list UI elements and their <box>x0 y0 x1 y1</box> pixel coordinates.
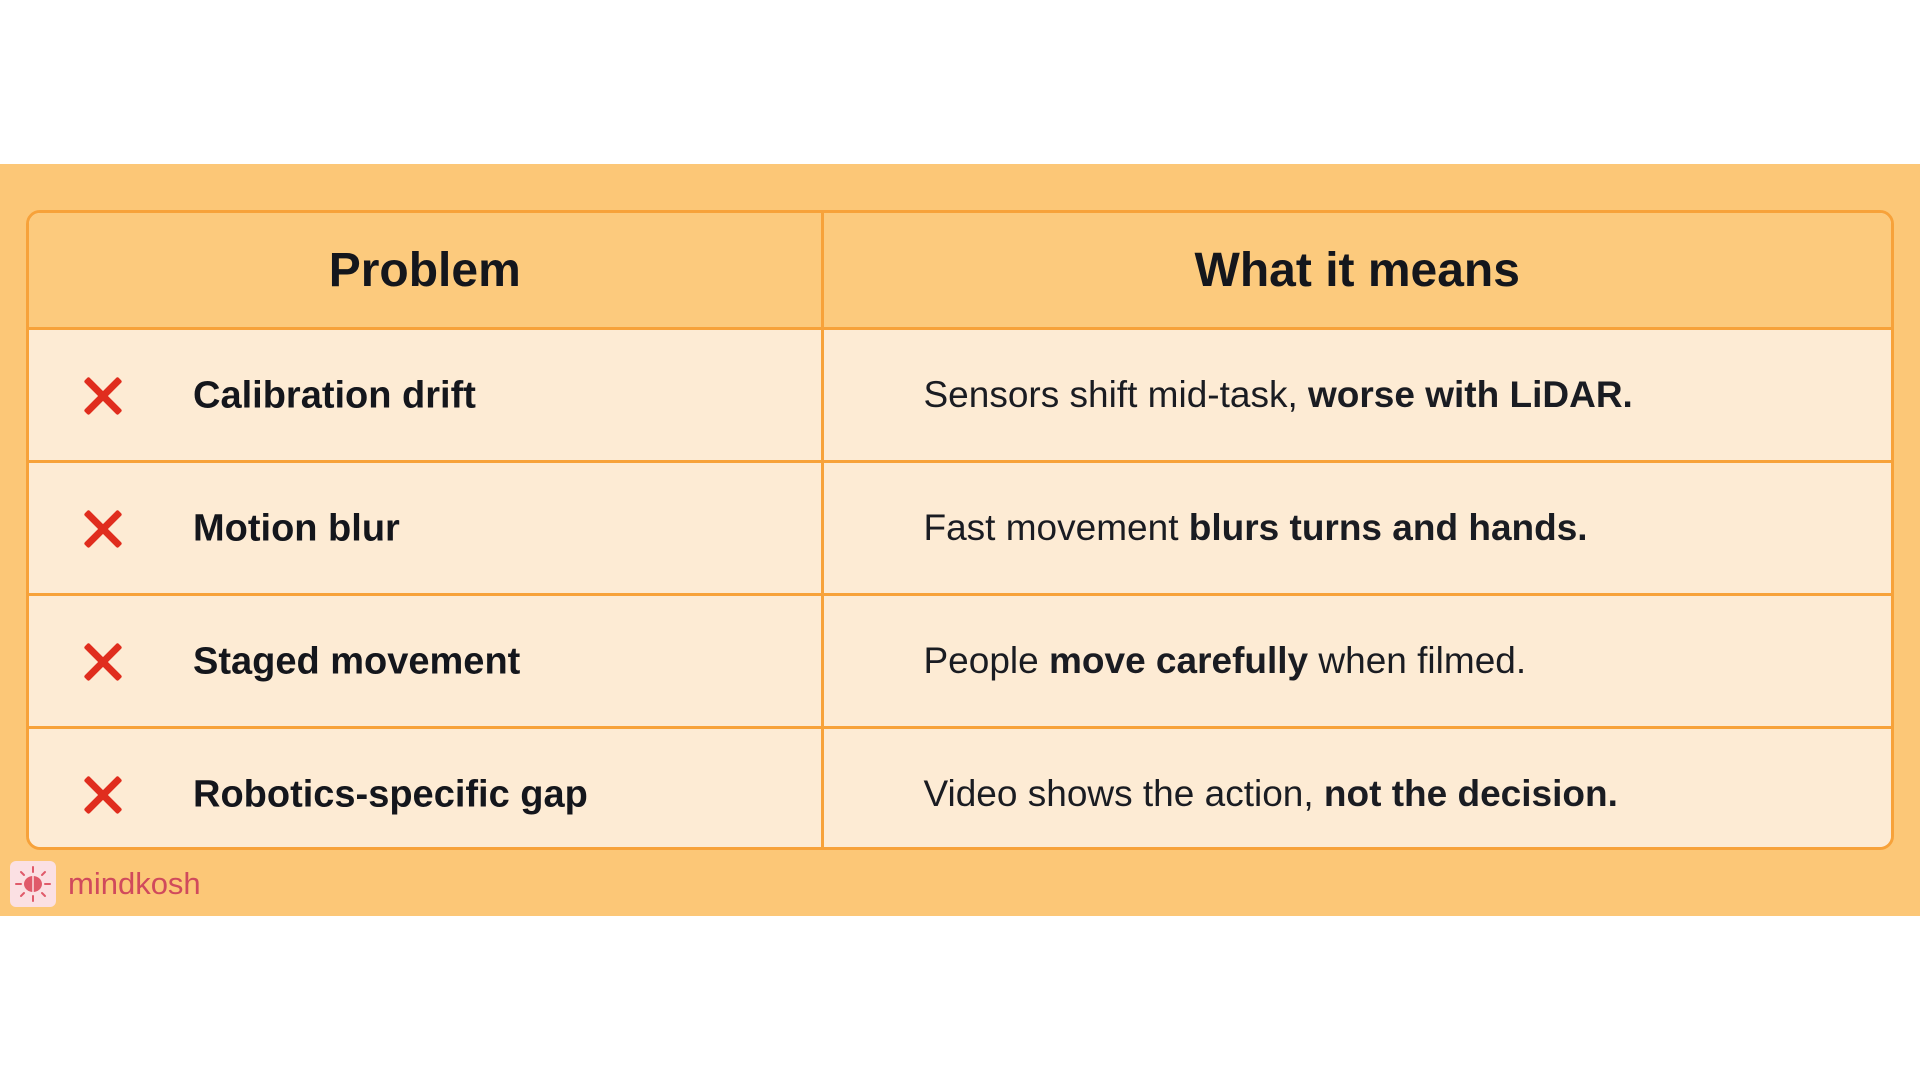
x-mark-icon <box>83 775 123 815</box>
problem-cell: Staged movement <box>29 594 824 729</box>
table-header-row: Problem What it means <box>29 213 1891 330</box>
meaning-cell: People move carefully when filmed. <box>822 594 1891 729</box>
brand-name: mindkosh <box>68 866 201 901</box>
meaning-cell: Video shows the action, not the decision… <box>822 727 1891 847</box>
table-row: Staged movement People move carefully wh… <box>29 594 1891 729</box>
table-row: Motion blur Fast movement blurs turns an… <box>29 461 1891 596</box>
x-mark-icon <box>83 509 123 549</box>
problem-label: Robotics-specific gap <box>193 773 588 816</box>
meaning-tail: when filmed. <box>1308 640 1527 681</box>
table-row: Robotics-specific gap Video shows the ac… <box>29 727 1891 847</box>
meaning-text: Sensors shift mid-task, <box>923 374 1309 415</box>
header-what-it-means: What it means <box>822 213 1891 330</box>
meaning-cell: Sensors shift mid-task, worse with LiDAR… <box>822 328 1891 463</box>
problem-cell: Robotics-specific gap <box>29 727 824 847</box>
comparison-table: Problem What it means Calibration drift … <box>29 213 1891 847</box>
meaning-emphasis: blurs turns and hands. <box>1188 507 1588 548</box>
meaning-emphasis: worse with LiDAR. <box>1308 374 1633 415</box>
table-row: Calibration drift Sensors shift mid-task… <box>29 328 1891 463</box>
problem-cell: Calibration drift <box>29 328 824 463</box>
problem-label: Motion blur <box>193 507 400 550</box>
header-problem: Problem <box>29 213 824 330</box>
problem-label: Staged movement <box>193 640 521 683</box>
meaning-cell: Fast movement blurs turns and hands. <box>822 461 1891 596</box>
meaning-emphasis: not the decision. <box>1323 773 1618 814</box>
brain-icon <box>10 861 56 907</box>
meaning-text: Video shows the action, <box>923 773 1324 814</box>
x-mark-icon <box>83 642 123 682</box>
problem-label: Calibration drift <box>193 374 476 417</box>
meaning-emphasis: move carefully <box>1049 640 1309 681</box>
comparison-table-card: Problem What it means Calibration drift … <box>26 210 1894 850</box>
meaning-text: People <box>923 640 1049 681</box>
brand-watermark: mindkosh <box>10 860 201 908</box>
meaning-text: Fast movement <box>923 507 1189 548</box>
problem-cell: Motion blur <box>29 461 824 596</box>
x-mark-icon <box>83 376 123 416</box>
content-band: Problem What it means Calibration drift … <box>0 164 1920 916</box>
